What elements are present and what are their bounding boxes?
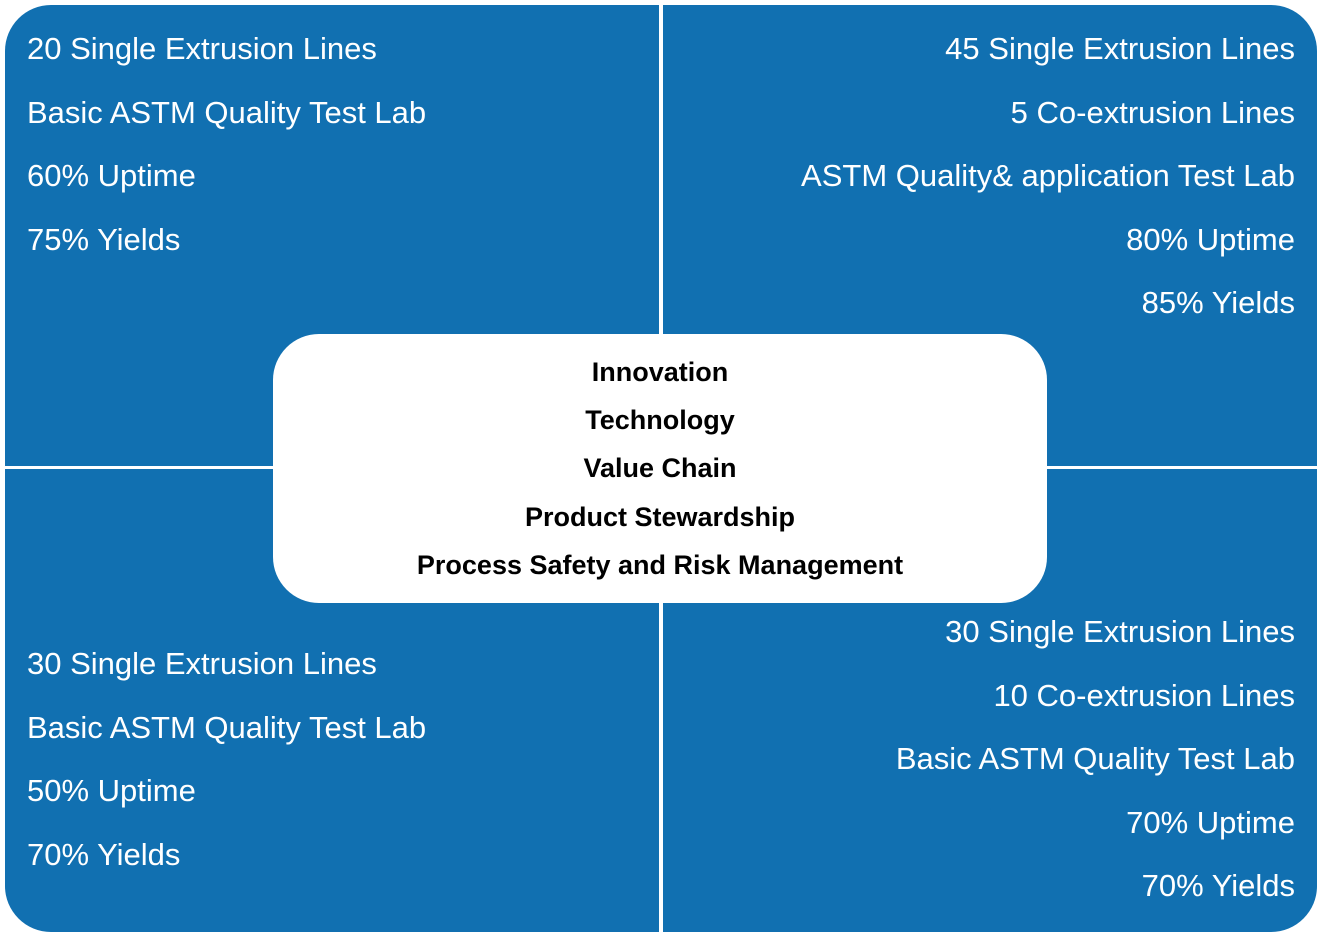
quadrant-line: Basic ASTM Quality Test Lab (27, 94, 427, 130)
quadrant-line: 80% Uptime (1126, 221, 1295, 257)
quadrant-line: ASTM Quality& application Test Lab (801, 158, 1295, 193)
quadrant-line: 85% Yields (1141, 285, 1295, 320)
quadrant-line: Basic ASTM Quality Test Lab (895, 741, 1295, 776)
quadrant-line: 70% Uptime (1126, 804, 1295, 840)
quadrant-line: 5 Co-extrusion Lines (1010, 94, 1295, 130)
quadrant-line: 20 Single Extrusion Lines (27, 31, 377, 66)
quadrant-line: 60% Uptime (27, 158, 196, 193)
center-line: Value Chain (583, 453, 737, 484)
quadrant-line: Basic ASTM Quality Test Lab (27, 709, 427, 745)
quadrant-line: 45 Single Extrusion Lines (945, 31, 1295, 66)
quadrant-line: 70% Yields (27, 836, 181, 872)
quadrant-line: 70% Yields (1141, 868, 1295, 903)
quadrant-line: 10 Co-extrusion Lines (993, 677, 1295, 713)
center-line: Innovation (591, 356, 729, 387)
quadrant-bottom-left: 30 Single Extrusion Lines Basic ASTM Qua… (5, 469, 659, 932)
center-line: Process Safety and Risk Management (416, 549, 904, 580)
center-line: Product Stewardship (524, 501, 796, 532)
center-line: Technology (585, 405, 735, 436)
quadrant-line: 75% Yields (27, 221, 181, 257)
quadrant-line: 50% Uptime (27, 773, 196, 808)
quadrant-line: 30 Single Extrusion Lines (27, 646, 377, 681)
center-box: Innovation Technology Value Chain Produc… (273, 334, 1047, 603)
quadrant-line: 30 Single Extrusion Lines (945, 614, 1295, 649)
